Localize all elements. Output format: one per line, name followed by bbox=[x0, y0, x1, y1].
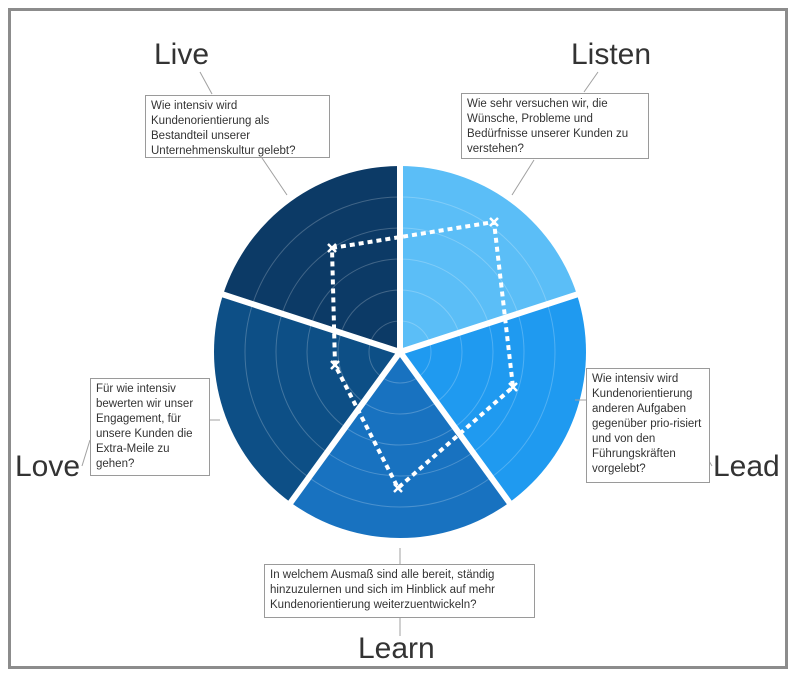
connector-line bbox=[261, 157, 288, 196]
profile-marker bbox=[393, 483, 403, 493]
segment-divider bbox=[287, 350, 403, 506]
question-box-love: Für wie intensiv bewerten wir unser Enga… bbox=[90, 378, 210, 476]
question-box-live: Wie intensiv wird Kundenorientierung als… bbox=[145, 95, 330, 158]
profile-marker bbox=[330, 360, 340, 370]
question-box-lead: Wie intensiv wird Kundenorientierung and… bbox=[586, 368, 710, 483]
segment-divider bbox=[399, 291, 580, 355]
segment-slice-learn bbox=[290, 352, 510, 538]
segment-title-listen: Listen bbox=[571, 38, 652, 71]
segment-title-love: Love bbox=[15, 450, 81, 483]
segment-divider bbox=[397, 350, 513, 506]
segment-title-live: Live bbox=[154, 38, 210, 71]
segment-title-learn: Learn bbox=[358, 632, 435, 665]
connector-line bbox=[199, 71, 213, 95]
profile-marker bbox=[508, 382, 518, 392]
segment-slice-lead bbox=[400, 294, 586, 503]
connector-line bbox=[511, 159, 535, 196]
profile-marker bbox=[489, 217, 499, 227]
segment-divider bbox=[220, 291, 401, 355]
segment-slice-love bbox=[213, 294, 400, 503]
connector-line bbox=[81, 439, 91, 467]
segment-slice-listen bbox=[400, 166, 577, 352]
diagram-frame bbox=[8, 8, 788, 669]
assessment-profile-line bbox=[330, 219, 516, 492]
segment-slice-live bbox=[223, 166, 400, 352]
question-box-learn: In welchem Ausmaß sind alle bereit, stän… bbox=[264, 564, 535, 618]
question-box-listen: Wie sehr versuchen wir, die Wünsche, Pro… bbox=[461, 93, 649, 159]
profile-marker bbox=[327, 243, 337, 253]
connector-line bbox=[583, 71, 599, 93]
segment-title-lead: Lead bbox=[713, 450, 780, 483]
